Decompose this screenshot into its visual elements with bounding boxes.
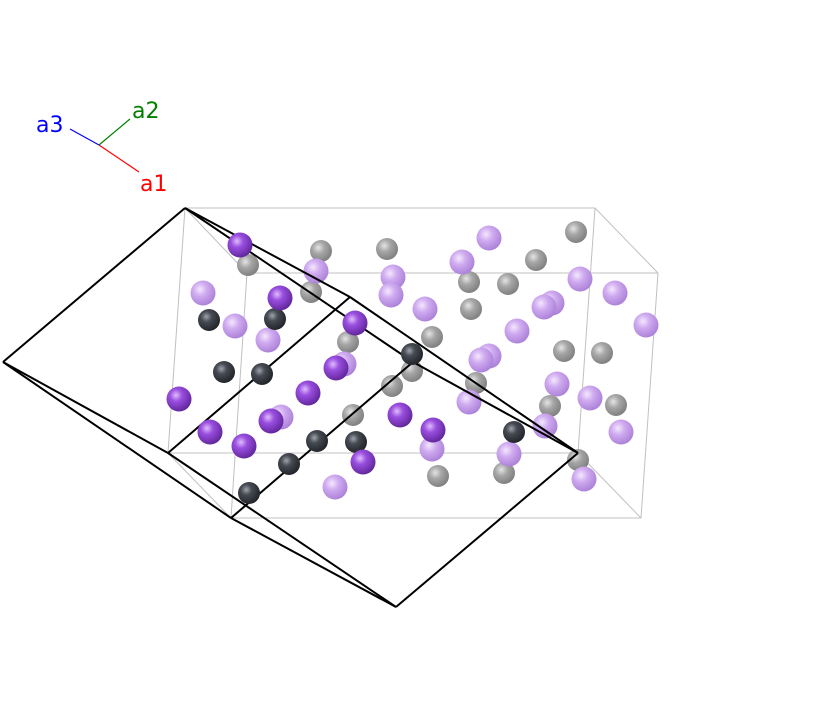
atom-purple-faded (322, 474, 348, 500)
atom-dark-faded (337, 331, 359, 353)
atom-purple-faded (449, 249, 475, 275)
atom-purple (295, 380, 321, 406)
atom-purple-faded (419, 436, 445, 462)
cell-edge (2, 361, 232, 519)
atom-dark (198, 309, 220, 331)
atom-purple-faded (496, 441, 522, 467)
atom-dark (401, 343, 423, 365)
cell-edge (184, 207, 414, 363)
atom-purple-faded (544, 371, 570, 397)
cell-edge (2, 207, 186, 363)
atom-dark (264, 308, 286, 330)
atom-purple (258, 408, 284, 434)
atom-purple (231, 433, 257, 459)
primitive-cell-atoms (166, 232, 525, 504)
cell-edge (577, 452, 642, 519)
atom-purple-faded (633, 312, 659, 338)
atom-purple (342, 310, 368, 336)
atom-dark-faded (310, 240, 332, 262)
background-atoms (190, 221, 659, 500)
atom-dark-faded (376, 238, 398, 260)
cell-edge (230, 517, 397, 608)
atom-dark-faded (525, 249, 547, 271)
atom-purple-faded (378, 282, 404, 308)
cell-edge (2, 361, 169, 454)
atom-dark-faded (591, 342, 613, 364)
atom-purple-faded (468, 347, 494, 373)
cell-edge (167, 452, 397, 608)
atom-purple-faded (255, 327, 281, 353)
atom-dark-faded (421, 326, 443, 348)
axis-indicator: a3 a2 a1 (36, 99, 167, 197)
a2-axis-label: a2 (132, 99, 159, 124)
cell-edge (184, 207, 248, 274)
cell-edge (395, 452, 579, 608)
atom-dark-faded (458, 271, 480, 293)
atom-purple-faded (476, 225, 502, 251)
atom-dark (278, 453, 300, 475)
atom-purple-faded (190, 280, 216, 306)
atom-dark-faded (567, 449, 589, 471)
a3-axis-label: a3 (36, 113, 63, 138)
cell-edge (577, 207, 596, 454)
atom-purple (197, 419, 223, 445)
atom-dark (345, 431, 367, 453)
atom-dark (251, 363, 273, 385)
atom-dark-faded (460, 298, 482, 320)
atom-purple-faded (531, 294, 557, 320)
atom-purple (323, 355, 349, 381)
atom-purple-faded (303, 258, 329, 284)
primitive-cell (2, 207, 579, 608)
atom-dark (503, 421, 525, 443)
atom-dark-faded (237, 254, 259, 276)
atom-dark-faded (493, 462, 515, 484)
atom-purple (420, 417, 446, 443)
cell-edge (412, 361, 579, 454)
a1-axis-label: a1 (140, 172, 167, 197)
atom-dark-faded (605, 394, 627, 416)
atom-purple (350, 449, 376, 475)
cell-edge (167, 452, 232, 519)
atom-purple-faded (602, 280, 628, 306)
a2-axis-line (98, 118, 131, 146)
atom-purple (267, 285, 293, 311)
atom-dark-faded (565, 221, 587, 243)
atom-dark (306, 430, 328, 452)
atom-dark-faded (381, 375, 403, 397)
atom-purple-faded (571, 466, 597, 492)
atom-purple-faded (577, 385, 603, 411)
atom-dark-faded (427, 465, 449, 487)
cell-edge (349, 296, 579, 454)
atom-dark (213, 361, 235, 383)
cell-edge (167, 207, 186, 454)
cell-edge (184, 207, 351, 298)
atom-purple-faded (222, 313, 248, 339)
atom-purple (227, 232, 253, 258)
atom-purple-faded (608, 419, 634, 445)
atom-dark (238, 482, 260, 504)
atom-purple-faded (504, 318, 530, 344)
atom-dark-faded (539, 395, 561, 417)
a3-axis-line (69, 128, 100, 146)
atom-dark-faded (553, 340, 575, 362)
cell-edge (640, 272, 659, 519)
atom-purple-faded (567, 266, 593, 292)
cell-edge (230, 272, 248, 519)
cell-edge (594, 207, 659, 274)
atom-dark-faded (497, 273, 519, 295)
atom-purple (387, 402, 413, 428)
atom-purple-faded (412, 296, 438, 322)
a1-axis-line (98, 144, 140, 173)
atom-purple (166, 386, 192, 412)
